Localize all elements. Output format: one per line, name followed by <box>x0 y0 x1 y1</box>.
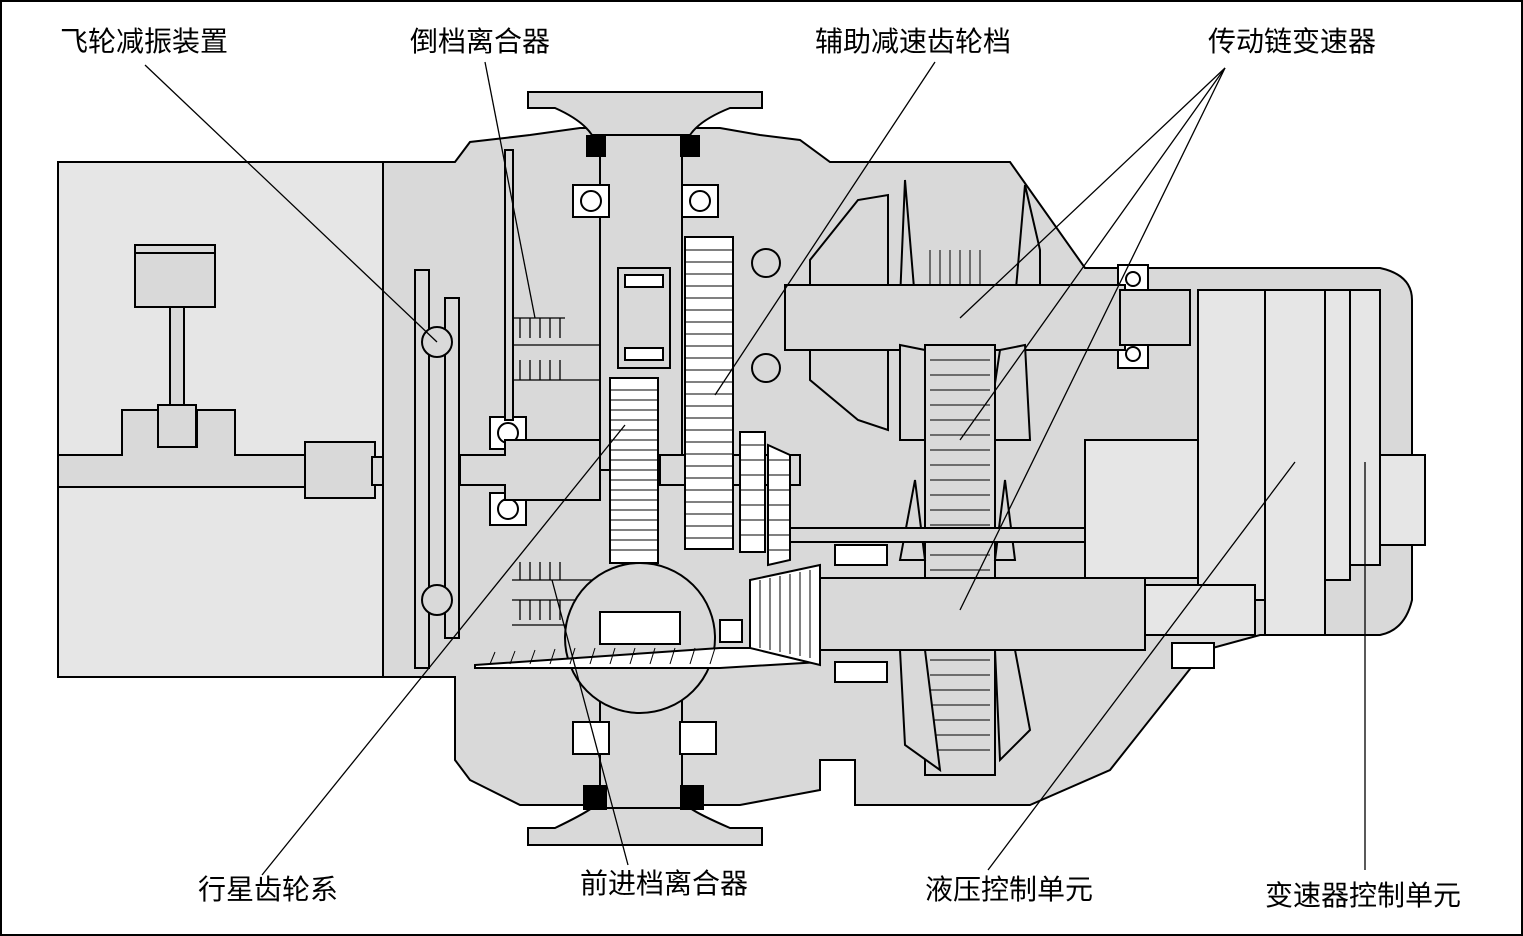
secondary-pulley <box>789 479 1146 773</box>
engine-block <box>57 161 423 678</box>
label-chain-cvt: 传动链变速器 <box>1208 25 1377 58</box>
label-flywheel-damper: 飞轮减振装置 <box>60 25 229 58</box>
planetary-gear-stack <box>609 267 671 564</box>
label-auxiliary-reduction-gear: 辅助减速齿轮档 <box>815 25 1012 58</box>
differential <box>474 562 821 714</box>
reverse-clutch-pack <box>504 149 600 421</box>
label-hydraulic-control-unit: 液压控制单元 <box>925 873 1094 906</box>
leader-lines <box>144 61 1366 876</box>
auxiliary-reduction-gear <box>684 236 791 567</box>
flywheel-damper-plates <box>414 269 460 669</box>
label-reverse-clutch: 倒档离合器 <box>410 25 551 58</box>
label-transmission-control-unit: 变速器控制单元 <box>1265 879 1462 912</box>
chain-belt <box>924 344 996 776</box>
control-units <box>1084 289 1426 636</box>
label-forward-clutch: 前进档离合器 <box>580 867 749 900</box>
label-planetary-gear-set: 行星齿轮系 <box>198 873 339 906</box>
